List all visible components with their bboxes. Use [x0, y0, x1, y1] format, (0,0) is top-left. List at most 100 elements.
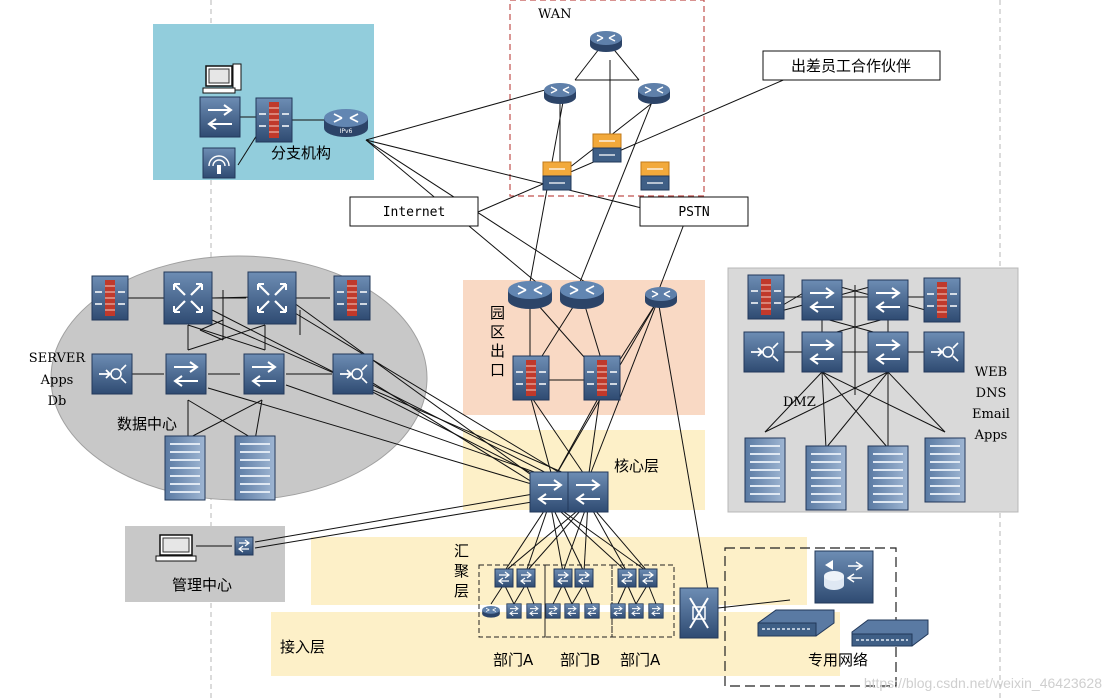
access-router-a1	[481, 605, 501, 618]
access-switch-b-2	[564, 603, 580, 619]
access-label: 接入层	[280, 638, 325, 656]
dmz-firewall-right	[923, 277, 961, 323]
mgmt-switch	[234, 536, 254, 556]
exit-router-2	[559, 280, 605, 310]
agg-switch-a1-1	[494, 568, 514, 588]
agg-switch-a2-1	[617, 568, 637, 588]
pstn-box	[639, 196, 749, 227]
private-core-switch	[679, 587, 719, 639]
exit-firewall-2	[583, 355, 621, 401]
exit-router-3	[644, 286, 678, 309]
private-net-label: 专用网络	[808, 651, 868, 669]
wan-device-right	[640, 161, 670, 191]
access-switch-b-1	[545, 603, 561, 619]
dept-group-b	[544, 564, 613, 638]
svg-text:汇: 汇	[454, 542, 469, 560]
core-switch-2	[567, 471, 609, 513]
traveler-partner-label: 出差员工合作伙伴	[791, 57, 911, 75]
dept-a1-label: 部门A	[493, 651, 534, 669]
dmz-server-2	[805, 445, 847, 511]
dmz-load-balancer-left	[743, 331, 785, 373]
dc-switch-2	[243, 353, 285, 395]
svg-text:SERVER: SERVER	[29, 351, 87, 366]
dmz-services-label: WEB DNS Email Apps	[972, 365, 1010, 443]
svg-text:DNS: DNS	[976, 386, 1007, 401]
access-switch-a1-2	[526, 603, 542, 619]
dc-firewall-left	[91, 275, 129, 321]
wan-router-left	[543, 82, 577, 105]
dmz-server-3	[867, 445, 909, 511]
branch-firewall	[255, 97, 293, 143]
watermark: https://blog.csdn.net/weixin_46423628	[864, 675, 1102, 691]
dept-b-label: 部门B	[560, 651, 600, 669]
svg-text:Email: Email	[972, 407, 1010, 422]
exit-firewall-1	[512, 355, 550, 401]
wan-label: WAN	[538, 7, 571, 22]
internet-box	[349, 196, 479, 227]
mgmt-pc-icon	[155, 534, 197, 562]
dmz-load-balancer-right	[923, 331, 965, 373]
exit-router-1	[507, 280, 553, 310]
wireless-ap-icon	[202, 147, 236, 179]
private-net-zone	[724, 547, 897, 687]
wan-zone	[509, 0, 705, 197]
wan-device-center	[592, 133, 622, 163]
agg-switch-a1-2	[516, 568, 536, 588]
dc-server-rack-1	[164, 435, 206, 501]
dmz-switch-2	[867, 279, 909, 321]
svg-text:WEB: WEB	[975, 365, 1007, 380]
access-switch-b-3	[584, 603, 600, 619]
wan-router-right	[637, 82, 671, 105]
dc-load-balancer-left	[91, 353, 133, 395]
svg-text:Db: Db	[48, 394, 67, 409]
dc-core-switch-2	[246, 270, 298, 326]
branch-switch	[199, 96, 241, 138]
dmz-switch-3	[801, 331, 843, 373]
pc-icon	[202, 63, 242, 94]
branch-label: 分支机构	[271, 144, 331, 162]
mgmt-label: 管理中心	[172, 576, 232, 594]
server-apps-db-label: SERVER Apps Db	[29, 351, 87, 409]
agg-switch-b-2	[574, 568, 594, 588]
svg-text:区: 区	[490, 323, 505, 341]
dmz-firewall-left	[747, 274, 785, 320]
private-storage-unit	[814, 550, 874, 604]
pstn-label: PSTN	[678, 205, 709, 220]
dc-switch-1	[165, 353, 207, 395]
dc-core-switch-1	[162, 270, 214, 326]
access-switch-a2-1	[610, 603, 626, 619]
access-zone	[271, 612, 840, 676]
dmz-server-1	[744, 437, 786, 503]
svg-text:Apps: Apps	[40, 373, 74, 388]
dc-load-balancer-right	[332, 353, 374, 395]
core-switch-1	[529, 471, 571, 513]
dept-a2-label: 部门A	[620, 651, 661, 669]
private-appliance-1	[757, 609, 835, 637]
internet-label: Internet	[383, 205, 446, 220]
dmz-server-4	[924, 437, 966, 503]
agg-switch-b-1	[553, 568, 573, 588]
access-switch-a2-2	[628, 603, 644, 619]
private-appliance-2	[851, 619, 929, 647]
dmz-label: DMZ	[783, 395, 816, 410]
agg-switch-a2-2	[638, 568, 658, 588]
dc-firewall-right	[333, 275, 371, 321]
wan-device-left	[542, 161, 572, 191]
dept-group-a2	[611, 564, 675, 638]
campus-exit-label: 园 区 出 口	[490, 304, 505, 379]
dmz-switch-4	[867, 331, 909, 373]
svg-text:聚: 聚	[454, 562, 469, 580]
aggregation-label: 汇 聚 层	[454, 542, 469, 600]
dc-server-rack-2	[234, 435, 276, 501]
wan-router-top	[589, 30, 623, 53]
datacenter-label: 数据中心	[117, 415, 177, 433]
traveler-partner-box	[762, 50, 941, 81]
svg-text:园: 园	[490, 304, 505, 322]
mgmt-zone	[125, 526, 285, 602]
core-label: 核心层	[614, 457, 659, 475]
branch-router-badge: IPv6	[340, 128, 353, 135]
svg-text:口: 口	[490, 361, 505, 379]
svg-text:层: 层	[454, 582, 469, 600]
svg-text:出: 出	[490, 342, 505, 360]
